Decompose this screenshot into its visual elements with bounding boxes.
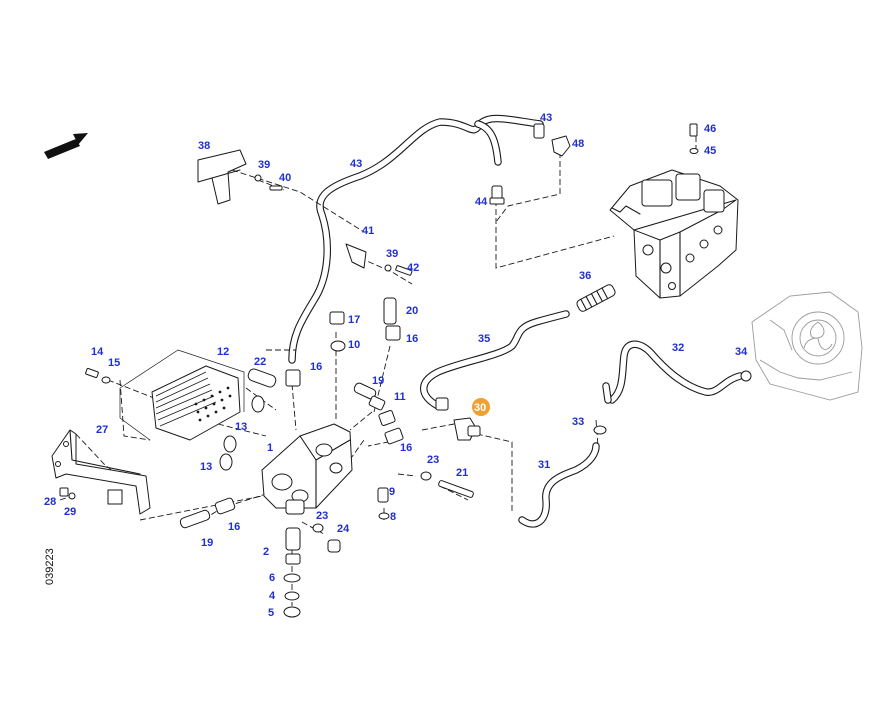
callout-9: 9 <box>389 486 395 498</box>
callout-16-a: 16 <box>310 361 322 373</box>
callouts: 1 2 4 5 6 8 9 10 11 12 13 13 14 15 16 16… <box>44 112 748 619</box>
oil-cooler <box>119 349 277 471</box>
callout-29: 29 <box>64 506 76 518</box>
callout-13-upper: 13 <box>235 421 247 433</box>
callout-31: 31 <box>538 459 550 471</box>
callout-14: 14 <box>91 346 104 358</box>
hose-32 <box>608 340 744 404</box>
callout-24: 24 <box>337 523 350 535</box>
callout-12: 12 <box>217 346 229 358</box>
callout-45: 45 <box>704 145 716 157</box>
clip-41 <box>345 243 413 276</box>
callout-46: 46 <box>704 123 716 135</box>
callout-6: 6 <box>269 572 275 584</box>
callout-35: 35 <box>478 333 490 345</box>
callout-27: 27 <box>96 424 108 436</box>
callout-13-lower: 13 <box>200 461 212 473</box>
callout-5: 5 <box>268 607 274 619</box>
callout-16-b: 16 <box>406 333 418 345</box>
callout-19-a: 19 <box>372 375 384 387</box>
callout-16-d: 16 <box>228 521 240 533</box>
bracket-27 <box>51 429 151 515</box>
callout-28: 28 <box>44 496 56 508</box>
callout-22: 22 <box>254 356 266 368</box>
callout-36: 36 <box>579 270 591 282</box>
callout-10: 10 <box>348 339 360 351</box>
callout-48: 48 <box>572 138 584 150</box>
callout-16-c: 16 <box>400 442 412 454</box>
callout-39-b: 39 <box>386 248 398 260</box>
hose-31 <box>518 382 612 528</box>
callout-17: 17 <box>348 314 360 326</box>
callout-30: 30 <box>474 402 486 414</box>
direction-arrow-icon <box>44 133 88 159</box>
callout-15: 15 <box>108 357 120 369</box>
callout-8: 8 <box>390 511 396 523</box>
callout-23-a: 23 <box>427 454 439 466</box>
callout-33: 33 <box>572 416 584 428</box>
filter-housing <box>261 423 353 515</box>
callout-19-b: 19 <box>201 537 213 549</box>
fittings <box>85 284 616 618</box>
callout-4: 4 <box>269 590 276 602</box>
hose-43 <box>288 114 544 364</box>
callout-43-a: 43 <box>350 158 362 170</box>
callout-34: 34 <box>735 346 748 358</box>
hose-35 <box>420 310 570 410</box>
callout-21: 21 <box>456 467 468 479</box>
callout-20: 20 <box>406 305 418 317</box>
callout-2: 2 <box>263 546 269 558</box>
callout-41: 41 <box>362 225 374 237</box>
assembly-lines <box>59 136 697 606</box>
bracket-38 <box>197 149 283 205</box>
callout-43-b: 43 <box>540 112 552 124</box>
callout-44: 44 <box>475 196 488 208</box>
callout-38: 38 <box>198 140 210 152</box>
drawing-number: 039223 <box>44 548 56 585</box>
callout-11: 11 <box>394 391 406 403</box>
callout-40: 40 <box>279 172 291 184</box>
callout-42: 42 <box>407 262 419 274</box>
callout-39-a: 39 <box>258 159 270 171</box>
valve-block <box>489 123 739 299</box>
callout-1: 1 <box>267 442 273 454</box>
callout-30-highlight: 30 <box>472 398 490 416</box>
callout-32: 32 <box>672 342 684 354</box>
fan-assembly <box>740 291 863 401</box>
callout-23-b: 23 <box>316 510 328 522</box>
